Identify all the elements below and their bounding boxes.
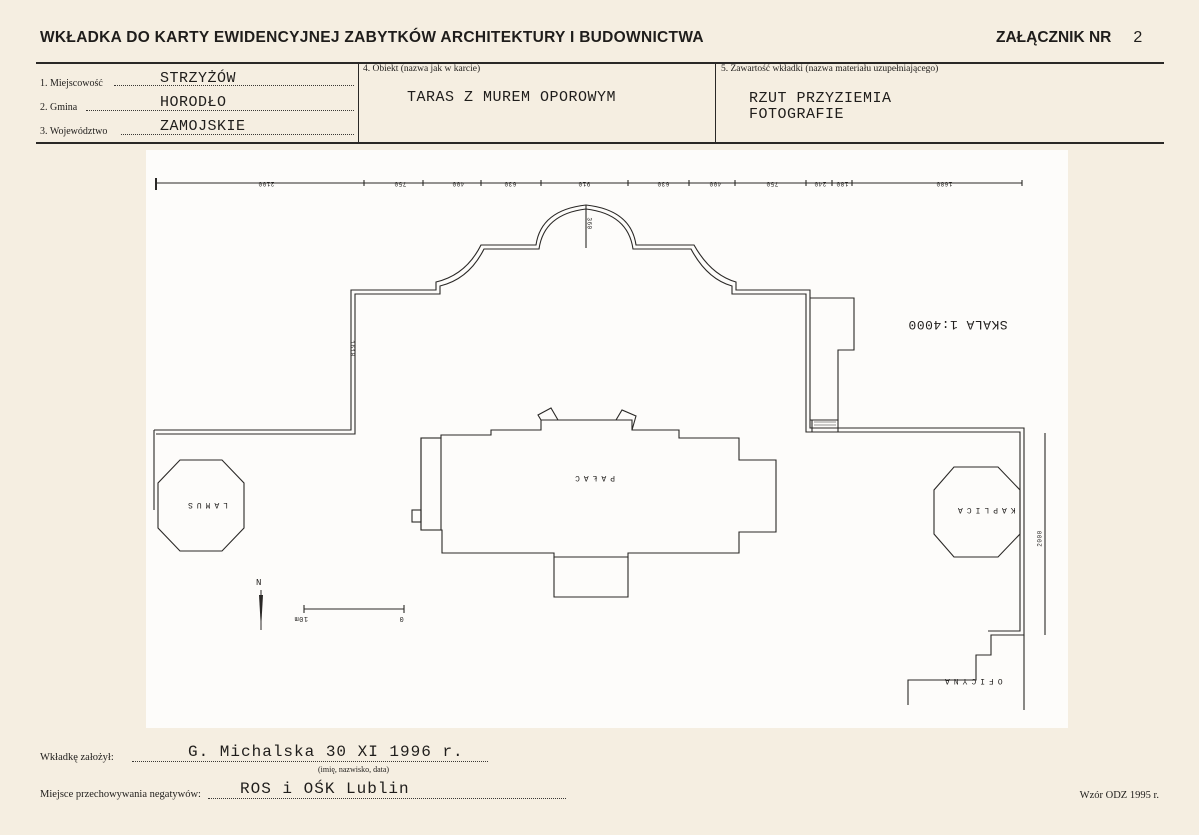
wojewodztwo-dots — [121, 134, 354, 135]
east-wing-outline — [810, 297, 855, 421]
terrace-wall-outline — [153, 204, 1025, 705]
annex-number: 2 — [1133, 29, 1143, 46]
palace-west-annex — [420, 437, 442, 531]
dim-label: 910 — [578, 180, 591, 187]
dim-label: 2100 — [258, 180, 275, 187]
dim-label: 750 — [394, 180, 407, 187]
scale-bar-label-right: 0 — [399, 614, 404, 622]
palace-bay-left — [537, 407, 559, 421]
negatywy-label: Miejsce przechowywania negatywów: — [40, 789, 201, 800]
floor-plan-drawing: SKALA 1:4000 PAŁAC LAMUS KAPLICA OFICYNA… — [146, 150, 1068, 728]
miejscowosc-dots — [114, 85, 354, 86]
zalozyl-value: G. Michalska 30 XI 1996 r. — [188, 743, 464, 761]
palace-entrance-portico — [553, 557, 629, 598]
scale-bar-label-left: 10m — [294, 614, 309, 622]
dim-label: 750 — [766, 180, 779, 187]
dim-label: 240 — [814, 180, 827, 187]
dim-label: 180 — [836, 180, 849, 187]
zawartosc-line1: RZUT PRZYZIEMIA — [749, 90, 892, 107]
dim-label: 1680 — [936, 180, 953, 187]
palace-bay-right — [615, 409, 637, 431]
lamus-label: LAMUS — [184, 500, 229, 509]
form-divider-2 — [715, 62, 716, 142]
palace-label: PAŁAC — [571, 473, 616, 482]
zalozyl-label: Wkładkę założył: — [40, 752, 114, 763]
wojewodztwo-value: ZAMOJSKIE — [160, 118, 246, 135]
negatywy-value: ROS i OŚK Lublin — [240, 780, 410, 798]
lamus-building — [157, 459, 245, 552]
header-title: WKŁADKA DO KARTY EWIDENCYJNEJ ZABYTKÓW A… — [40, 29, 704, 46]
zawartosc-label: 5. Zawartość wkładki (nazwa materiału uz… — [721, 64, 939, 74]
oficyna-label: OFICYNA — [941, 676, 1003, 685]
wojewodztwo-label: 3. Województwo — [40, 126, 108, 137]
form-bottom-line — [36, 142, 1164, 144]
dim-label: 630 — [504, 180, 517, 187]
annex-label-text: ZAŁĄCZNIK NR — [996, 29, 1112, 46]
dim-label-left: 1610 — [348, 340, 356, 357]
obiekt-value: TARAS Z MUREM OPOROWYM — [407, 89, 617, 106]
dim-label: 630 — [657, 180, 670, 187]
obiekt-label: 4. Obiekt (nazwa jak w karcie) — [363, 64, 481, 74]
form-divider-1 — [358, 62, 359, 142]
negatywy-dots — [208, 798, 566, 799]
dim-label: 400 — [709, 180, 722, 187]
stairs-hatch — [811, 419, 839, 433]
miejscowosc-label: 1. Miejscowość — [40, 78, 103, 89]
palace-step — [411, 509, 422, 523]
kaplica-building — [933, 466, 1021, 558]
north-label: N — [256, 578, 262, 588]
miejscowosc-value: STRZYŻÓW — [160, 70, 237, 87]
zalozyl-caption: (imię, nazwisko, data) — [318, 765, 390, 774]
dim-label: 400 — [452, 180, 465, 187]
zawartosc-line2: FOTOGRAFIE — [749, 106, 845, 123]
floor-plan-svg — [153, 178, 1046, 710]
dim-label-apse: 360 — [585, 217, 593, 230]
gmina-value: HORODŁO — [160, 94, 227, 111]
kaplica-label: KAPLICA — [954, 505, 1016, 514]
dim-label-right: 2000 — [1036, 530, 1044, 547]
form-top-line — [36, 62, 1164, 64]
zalozyl-dots — [132, 761, 488, 762]
scale-label: SKALA 1:4000 — [908, 317, 1008, 332]
gmina-label: 2. Gmina — [40, 102, 78, 113]
wzor-label: Wzór ODZ 1995 r. — [1079, 790, 1159, 801]
annex-label: ZAŁĄCZNIK NR 2 — [996, 29, 1142, 47]
gmina-dots — [86, 110, 354, 111]
palace-outline — [420, 419, 777, 558]
